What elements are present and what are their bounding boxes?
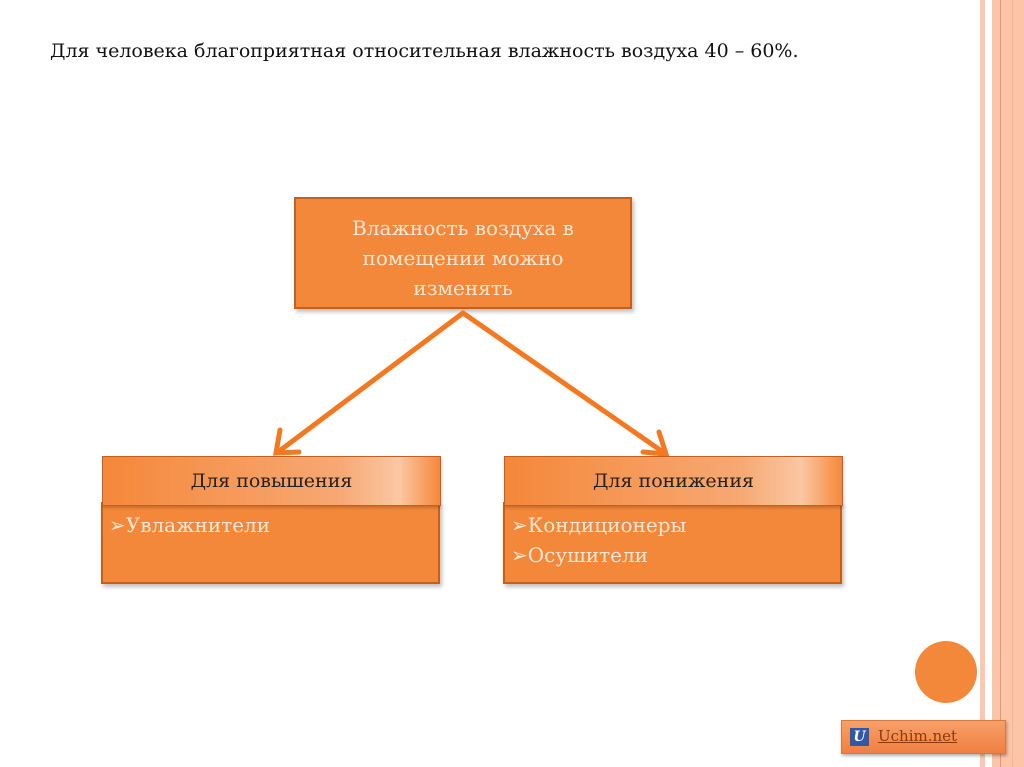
arrow-right (460, 310, 666, 455)
arrow-left-head (273, 427, 302, 456)
left-body: ➢Увлажнители (101, 502, 440, 584)
slide-title: Для человека благоприятная относительная… (50, 40, 799, 62)
right-body: ➢Кондиционеры ➢Осушители (503, 502, 842, 584)
top-box-line: изменять (413, 276, 513, 300)
decor-circle (915, 641, 977, 703)
arrow-right-head (640, 429, 670, 457)
list-item: ➢Увлажнители (109, 513, 271, 537)
site-link[interactable]: Uchim.net (878, 727, 958, 745)
site-badge[interactable]: U Uchim.net (841, 720, 1006, 754)
decor-stripe (992, 0, 1024, 767)
decor-stripe (1012, 0, 1013, 767)
right-header: Для понижения (504, 456, 843, 506)
uchim-logo-icon: U (850, 728, 869, 746)
top-box: Влажность воздуха в помещении можно изме… (294, 197, 632, 309)
decor-stripe (980, 0, 985, 767)
arrow-left (275, 310, 466, 455)
top-box-line: Влажность воздуха в (352, 216, 574, 240)
left-header: Для повышения (102, 456, 441, 506)
list-item: ➢Осушители (511, 543, 648, 567)
decor-stripe (1000, 0, 1001, 767)
top-box-line: помещении можно (362, 246, 564, 270)
list-item: ➢Кондиционеры (511, 513, 687, 537)
